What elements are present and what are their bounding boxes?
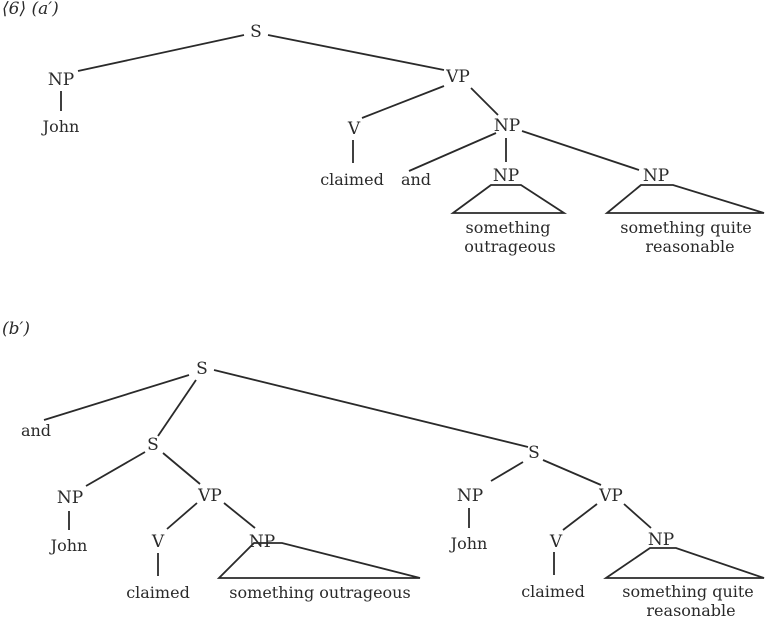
node-s-right: S [528, 443, 540, 463]
tree-b-labels: (b′) S and S NP John VP V claimed NP som… [2, 319, 754, 620]
node-np-conjunct1: NP [493, 166, 519, 186]
edge-vp-v-left [166, 502, 198, 530]
phrase-np1-line1: something [466, 218, 551, 237]
phrase-obj-right-line1: something quite [622, 582, 754, 601]
word-and-top: and [21, 421, 51, 440]
edge-np-np2 [521, 130, 640, 171]
edge-stop-sleft [157, 379, 197, 437]
word-claimed-left: claimed [126, 583, 190, 602]
node-v: V [347, 119, 361, 139]
node-np-coordinate: NP [494, 116, 520, 136]
word-john-left: John [49, 536, 88, 555]
edge-sright-np [490, 461, 524, 482]
tree-a-label: ⟨6⟩ (a′) [2, 0, 59, 19]
node-np-left: NP [57, 488, 83, 508]
edge-np-and [408, 132, 497, 172]
word-john-right: John [449, 534, 488, 553]
node-vp-right: VP [598, 486, 623, 506]
node-np-right: NP [457, 486, 483, 506]
edge-vp-v-right [562, 503, 598, 531]
node-v-right: V [549, 532, 563, 552]
edge-vp-np [470, 87, 499, 116]
node-s-left: S [147, 435, 159, 455]
edge-sleft-np [85, 451, 146, 487]
triangle-np2 [604, 184, 765, 214]
edge-s-np [77, 34, 245, 72]
edge-stop-sright [213, 369, 529, 448]
edge-sright-vp [542, 459, 602, 486]
tree-b-edges [43, 369, 765, 579]
phrase-obj-right-line2: reasonable [646, 601, 735, 620]
edge-vp-np-left [223, 502, 256, 529]
word-john: John [41, 117, 80, 136]
word-claimed: claimed [320, 170, 384, 189]
phrase-np2-line2: reasonable [645, 237, 734, 256]
word-claimed-right: claimed [521, 582, 585, 601]
edge-s-vp [267, 34, 445, 71]
tree-b-label: (b′) [2, 319, 30, 339]
tree-a-edges [60, 34, 765, 214]
node-np-conjunct2: NP [643, 166, 669, 186]
triangle-obj-right [603, 547, 765, 579]
node-vp-left: VP [197, 486, 222, 506]
node-np-obj-left: NP [249, 532, 275, 552]
node-np-obj-right: NP [648, 530, 674, 550]
node-v-left: V [151, 532, 165, 552]
word-and: and [401, 170, 431, 189]
edge-stop-and [43, 374, 190, 421]
phrase-np2-line1: something quite [620, 218, 752, 237]
edge-vp-np-right [623, 503, 652, 529]
triangle-obj-left [216, 542, 421, 579]
edge-vp-v [361, 85, 445, 119]
phrase-obj-left: something outrageous [229, 583, 410, 602]
tree-a-labels: ⟨6⟩ (a′) S NP John VP V claimed NP and N… [2, 0, 752, 256]
node-np-subject: NP [48, 70, 74, 90]
phrase-np1-line2: outrageous [464, 237, 555, 256]
node-vp: VP [445, 67, 470, 87]
node-s-top: S [196, 359, 208, 379]
edge-sleft-vp [162, 452, 201, 485]
triangle-np1 [450, 184, 568, 214]
node-s: S [250, 22, 262, 42]
